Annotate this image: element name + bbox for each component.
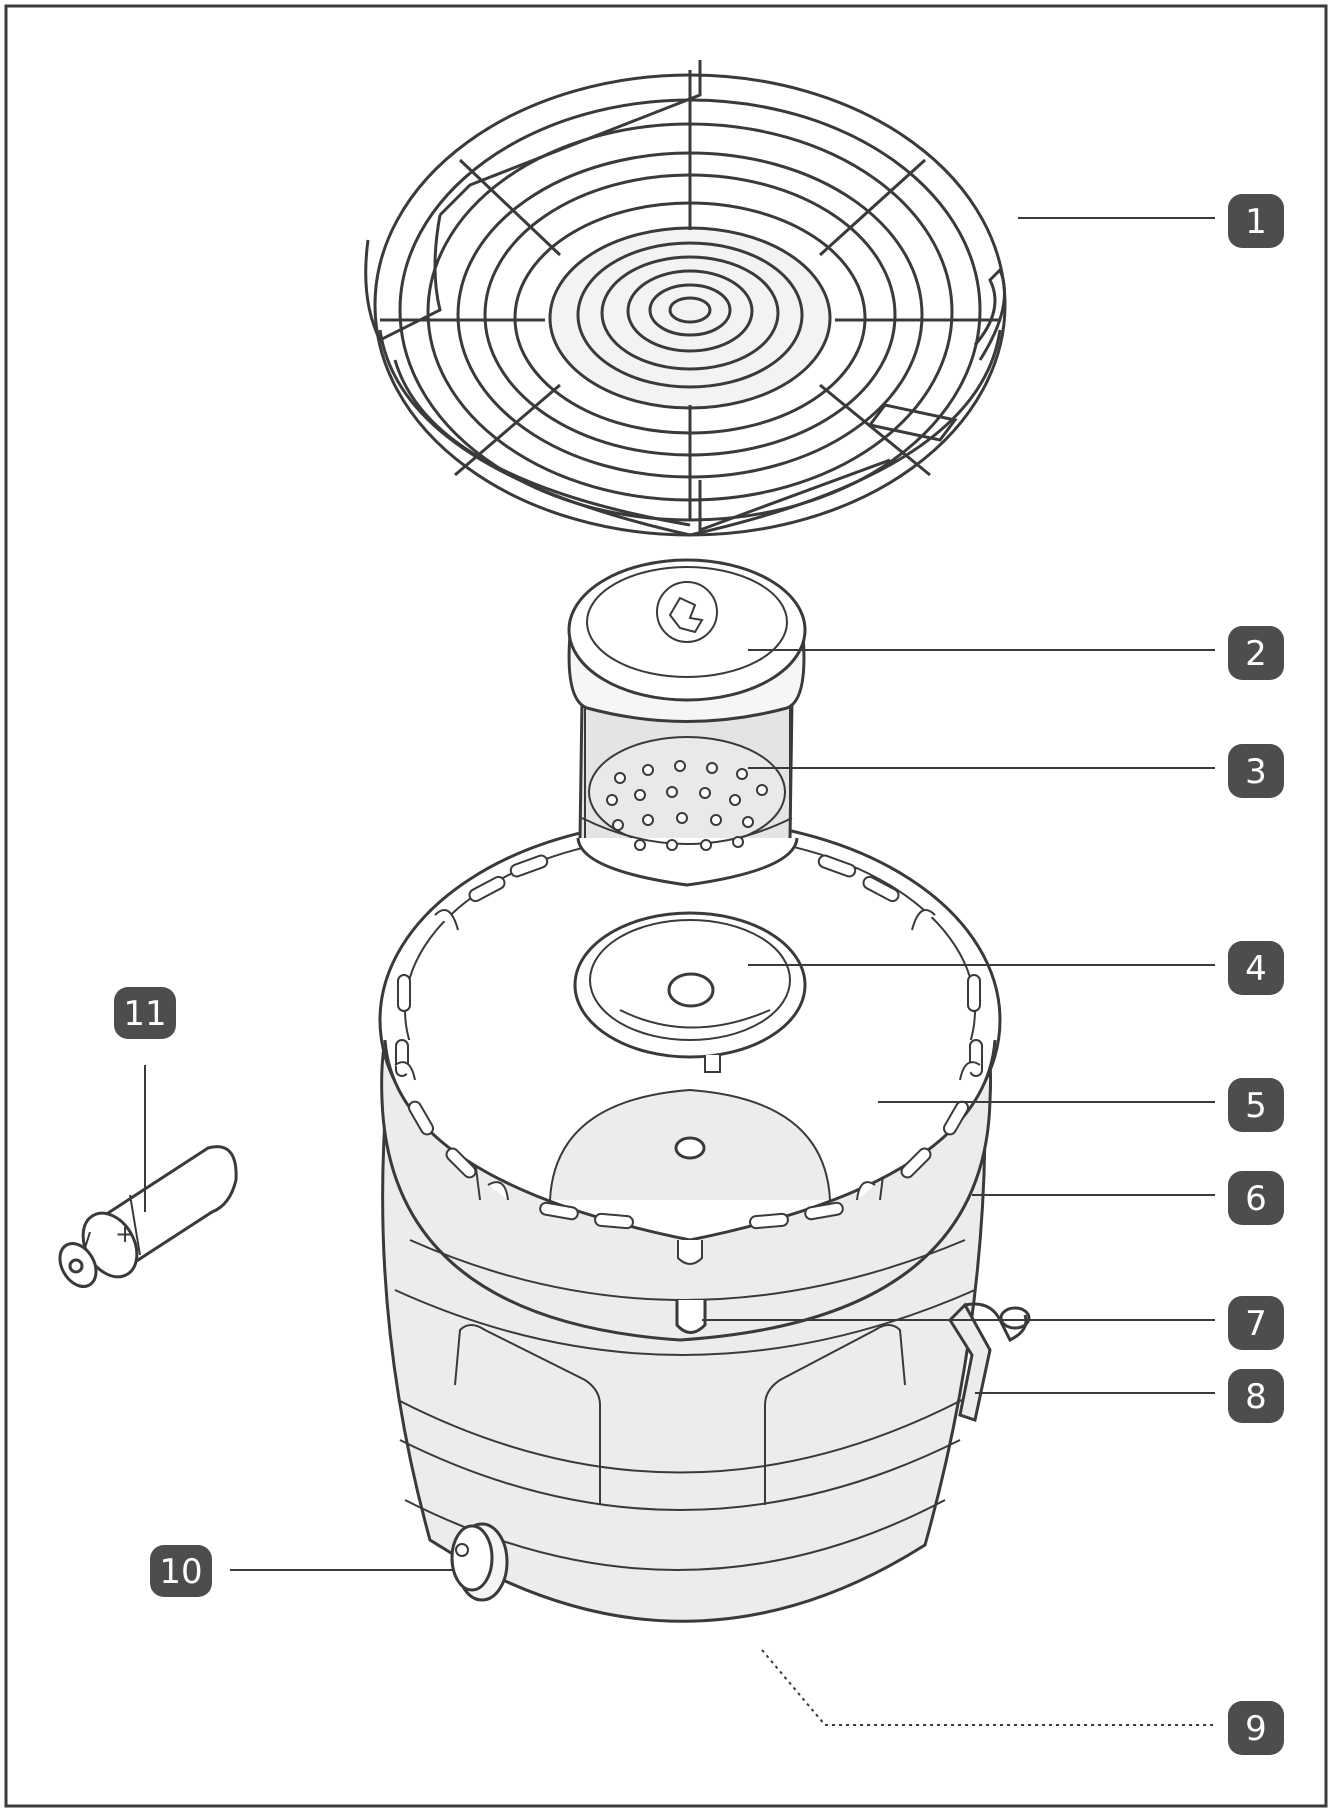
tray-notches: [394, 909, 981, 1265]
callout-badge-2: 2: [1228, 626, 1284, 680]
callout-badge-1: 1: [1228, 194, 1284, 248]
callout-label: 8: [1245, 1377, 1267, 1417]
filter-holes: [606, 760, 768, 851]
part-mesh-filter: [576, 698, 799, 887]
callout-label: 1: [1245, 202, 1267, 242]
part-knob: [450, 1522, 509, 1602]
callout-label: 6: [1245, 1179, 1267, 1219]
part-battery: [58, 1145, 238, 1288]
callout-badge-11: 11: [114, 987, 176, 1039]
callout-label: 7: [1245, 1304, 1267, 1344]
callout-badge-10: 10: [150, 1545, 212, 1597]
leader-line-9: [761, 1649, 1215, 1726]
diagram-frame: [4, 4, 1328, 1808]
part-handle: [948, 1302, 1031, 1422]
callout-label: 3: [1245, 752, 1267, 792]
callout-badge-3: 3: [1228, 744, 1284, 798]
tray-slots: [395, 854, 983, 1230]
part-filter-cap: [567, 558, 807, 723]
callout-label: 2: [1245, 634, 1267, 674]
callout-badge-5: 5: [1228, 1078, 1284, 1132]
callout-badge-6: 6: [1228, 1171, 1284, 1225]
callout-label: 11: [123, 994, 166, 1034]
callout-label: 9: [1245, 1709, 1267, 1749]
part-wire-rack: [364, 60, 1007, 537]
callout-badge-8: 8: [1228, 1369, 1284, 1423]
leader-lines: [144, 217, 1215, 1726]
callout-badge-7: 7: [1228, 1296, 1284, 1350]
part-center-post: [675, 1300, 707, 1334]
battery-plus-mark: +: [115, 1220, 135, 1248]
callout-label: 5: [1245, 1086, 1267, 1126]
part-inner-plate: [573, 911, 807, 1073]
callout-label: 4: [1245, 949, 1267, 989]
callout-label: 10: [159, 1552, 202, 1592]
callout-badge-4: 4: [1228, 941, 1284, 995]
callout-badge-9: 9: [1228, 1701, 1284, 1755]
